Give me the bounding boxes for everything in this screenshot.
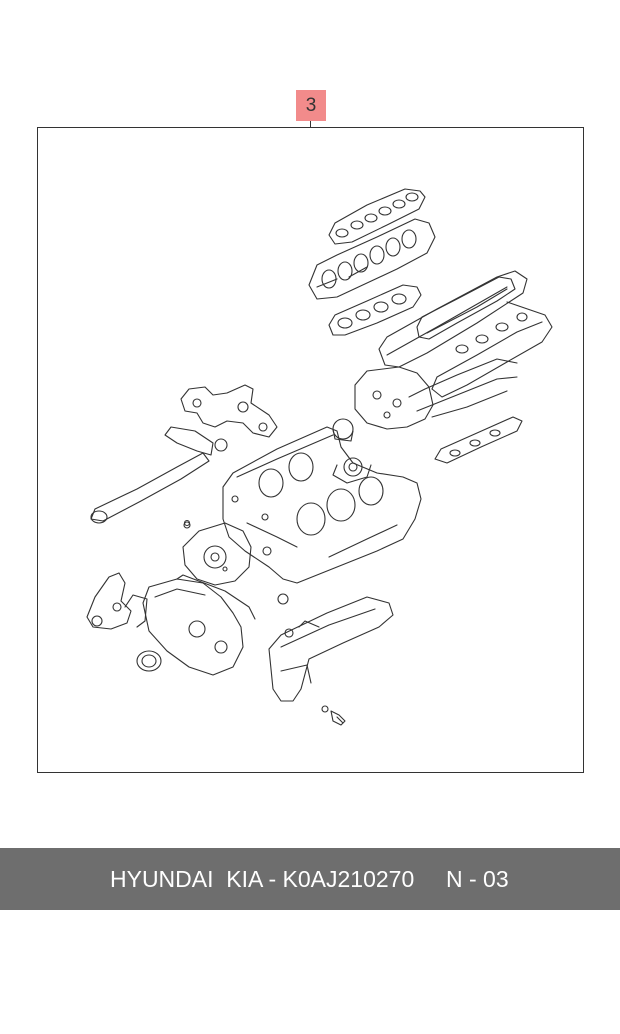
diagram-frame (37, 127, 584, 773)
exhaust-manifold (180, 384, 278, 438)
engine-mount-bracket (86, 572, 148, 630)
intake-gasket-lower (328, 284, 422, 336)
exhaust-pipe (90, 426, 228, 524)
callout-number: 3 (296, 90, 326, 121)
intake-gasket-upper (328, 188, 426, 245)
timing-cover (142, 574, 256, 676)
crank-seal (136, 650, 162, 672)
engine-gasket-kit-diagram (86, 188, 553, 726)
head-gasket-right (434, 416, 523, 464)
cylinder-head-right (378, 270, 553, 398)
engine-block (222, 426, 422, 584)
callout-leader-line (310, 121, 311, 128)
oil-pan (268, 596, 394, 702)
thermostat-housing (332, 418, 372, 484)
intake-manifold (308, 218, 436, 300)
drain-plug (321, 705, 346, 726)
head-body (354, 358, 518, 430)
footer-bar: HYUNDAI KIA - K0AJ210270 N - 03 (0, 848, 620, 910)
footer-catalog-code: N - 03 (446, 866, 509, 892)
footer-brand-part-number: HYUNDAI KIA - K0AJ210270 (110, 866, 415, 892)
water-pump (182, 521, 272, 586)
